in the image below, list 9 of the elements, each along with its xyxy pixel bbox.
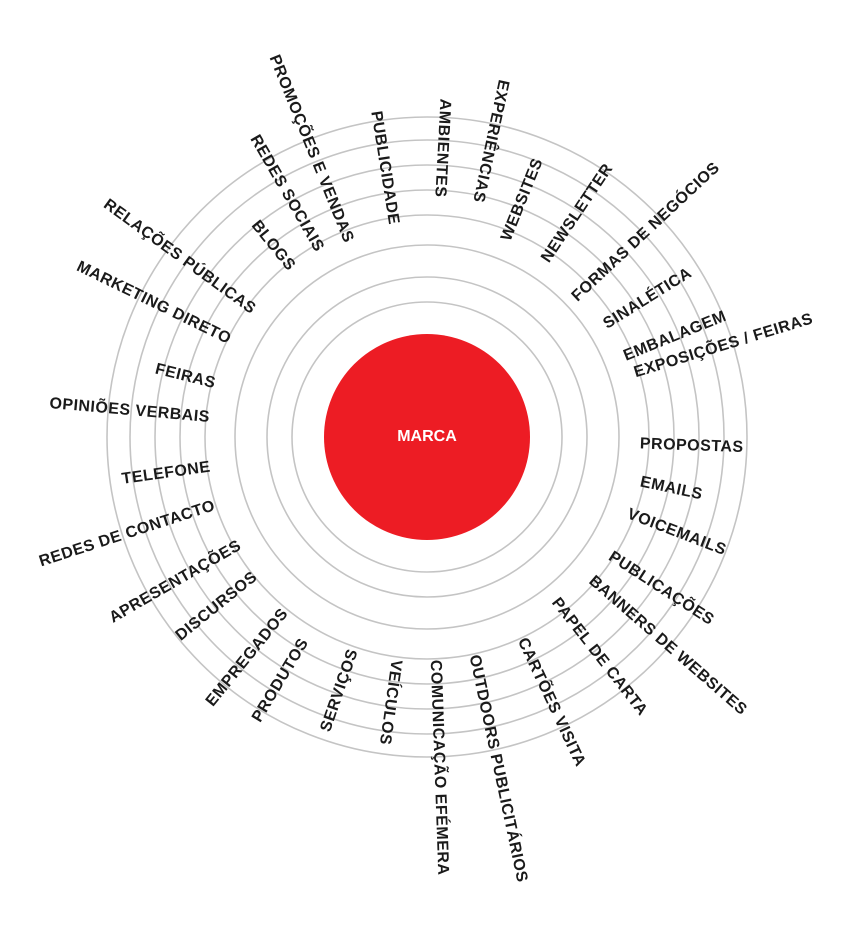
- channel-label: OPINIÕES VERBAIS: [48, 395, 211, 427]
- channel-label: TELEFONE: [120, 458, 212, 489]
- channel-label: EMAILS: [638, 474, 704, 504]
- channel-label: COMUNICAÇÃO EFÉMERA: [426, 660, 452, 876]
- channel-label: FEIRAS: [153, 360, 218, 393]
- node-label: MARCA: [397, 428, 457, 446]
- channel-label: PROPOSTAS: [640, 435, 744, 458]
- channel-label: VEÍCULOS: [374, 658, 405, 746]
- channel-label: AMBIENTES: [430, 98, 454, 198]
